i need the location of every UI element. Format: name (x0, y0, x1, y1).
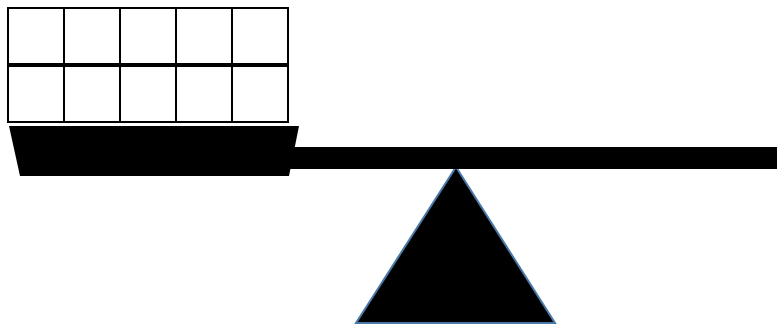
balance-beam (290, 147, 777, 169)
fulcrum-triangle (354, 165, 557, 324)
cube-stack (7, 7, 289, 123)
unit-cube (63, 7, 121, 65)
unit-cube (119, 65, 177, 123)
unit-cube (7, 65, 65, 123)
unit-cube (175, 7, 233, 65)
unit-cube (175, 65, 233, 123)
unit-cube (7, 7, 65, 65)
unit-cube (231, 65, 289, 123)
unit-cube (231, 7, 289, 65)
left-tray (9, 126, 299, 176)
unit-cube (119, 7, 177, 65)
unit-cube (63, 65, 121, 123)
